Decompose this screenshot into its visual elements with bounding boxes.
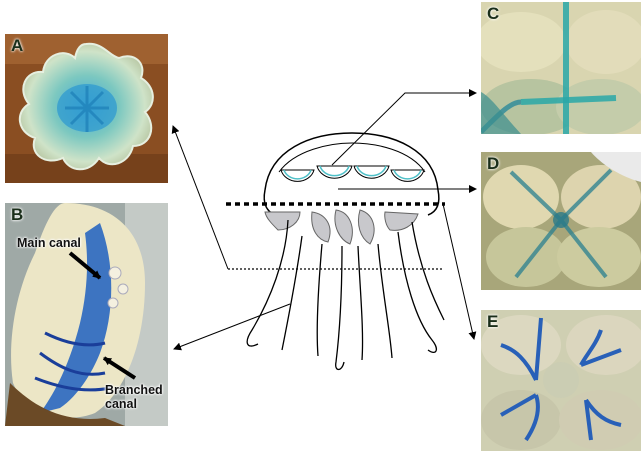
- branched-canal-label-line2: canal: [105, 397, 163, 411]
- arrow-to-c: [332, 93, 476, 165]
- panel-a-photo: A: [5, 34, 168, 183]
- gonad-3: [354, 166, 389, 178]
- arrow-to-a: [173, 126, 228, 269]
- panel-d-image: [481, 152, 641, 290]
- panel-c-photo: C: [481, 2, 641, 134]
- arrow-to-b: [174, 304, 290, 349]
- lappet-3: [335, 210, 352, 244]
- bell-outline: [265, 133, 438, 190]
- panel-c-letter: C: [487, 4, 499, 24]
- panel-e-letter: E: [487, 312, 498, 332]
- main-canal-label: Main canal: [17, 236, 81, 250]
- oral-arms: [247, 220, 444, 370]
- lappet-5: [385, 212, 418, 230]
- panel-b-letter: B: [11, 205, 23, 225]
- bell-inner: [279, 143, 425, 172]
- panel-c-image: [481, 2, 641, 134]
- lappet-2: [312, 212, 330, 242]
- branched-canal-label: Branched canal: [105, 383, 163, 411]
- gonad-2: [317, 166, 352, 178]
- lappet-1: [265, 212, 300, 230]
- gonad-4: [391, 170, 424, 181]
- panel-e-image: [481, 310, 641, 451]
- panel-a-image: [5, 34, 168, 183]
- panel-d-photo: D: [481, 152, 641, 290]
- panel-e-photo: E: [481, 310, 641, 451]
- gonad-1: [281, 170, 314, 181]
- panel-a-letter: A: [11, 36, 23, 56]
- arrow-to-e: [443, 204, 474, 339]
- lappet-4: [358, 210, 374, 244]
- branched-canal-label-line1: Branched: [105, 383, 163, 397]
- panel-d-letter: D: [487, 154, 499, 174]
